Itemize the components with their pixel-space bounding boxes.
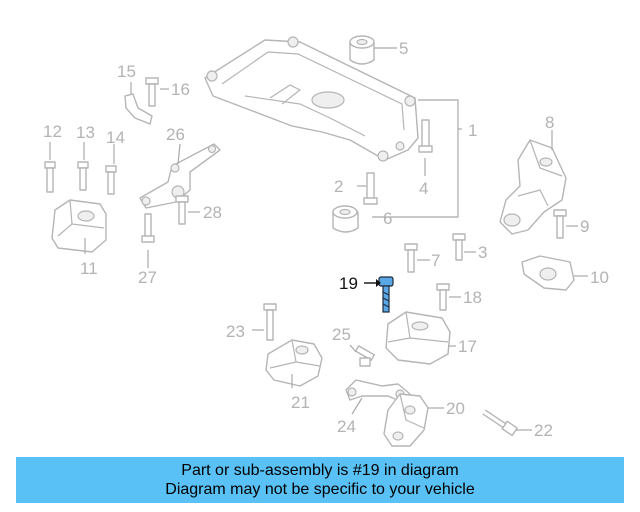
callout-23: 23 [226,322,245,341]
callout-9: 9 [580,217,589,236]
callout-21: 21 [291,393,310,412]
bolt-part-27 [141,213,155,243]
banner-line-2: Diagram may not be specific to your vehi… [165,481,475,498]
callout-5: 5 [399,39,408,58]
banner-line-1: Part or sub-assembly is #19 in diagram [181,462,459,479]
callout-11: 11 [80,259,98,278]
callout-24: 24 [337,417,356,436]
bolt-part-4 [418,119,433,153]
callout-7: 7 [431,251,440,270]
callout-2: 2 [334,177,343,196]
callout-leaders [49,47,588,431]
callout-12: 12 [43,122,62,141]
callout-10: 10 [590,268,609,287]
bolt-part-3 [452,233,466,261]
bolt-part-19-highlighted[interactable] [378,276,394,313]
info-banner: Part or sub-assembly is #19 in diagram D… [16,457,624,503]
mount-part-11 [51,199,107,253]
callout-18: 18 [463,288,482,307]
arm-part-26 [139,143,221,209]
callout-6: 6 [383,209,392,228]
callout-labels: 1 2 3 4 5 6 7 8 9 10 11 12 13 14 15 16 1… [43,39,609,440]
bolt-part-2 [363,172,378,205]
callout-8: 8 [545,113,554,132]
callout-26: 26 [166,125,185,144]
callout-25: 25 [332,325,351,344]
callout-16: 16 [171,80,190,99]
bolt-part-25 [355,345,375,367]
callout-28: 28 [203,203,222,222]
mount-part-17 [385,311,451,365]
callout-19-arrowhead [376,279,381,287]
callout-15: 15 [117,62,136,81]
bushing-part-5 [349,35,375,65]
mount-part-21 [265,339,323,387]
callout-1: 1 [468,121,477,140]
bolt-part-28 [175,195,189,225]
bolt-part-14 [105,165,117,195]
callout-3: 3 [478,243,487,262]
bolt-part-18 [436,283,450,311]
bolt-part-9 [553,209,567,239]
bolt-part-16 [145,77,159,107]
callout-27: 27 [138,268,157,287]
bracket-part-10 [521,255,575,291]
subframe-part-1 [204,36,419,162]
bolt-part-13 [77,161,89,191]
callout-13: 13 [76,123,95,142]
callout-14: 14 [106,128,125,147]
callout-22: 22 [534,421,553,440]
callout-20: 20 [446,399,465,418]
bolt-part-23 [263,303,277,341]
bracket-part-15 [124,93,153,125]
callout-19[interactable]: 19 [339,274,358,293]
bolt-part-12 [44,161,56,193]
mount-part-8 [499,139,567,235]
bushing-part-6 [332,205,359,233]
callout-17: 17 [458,337,477,356]
parts-diagram: 1 2 3 4 5 6 7 8 9 10 11 12 13 14 15 16 1… [43,35,609,447]
bolt-part-22 [482,409,518,437]
bolt-part-7 [404,243,418,273]
callout-4: 4 [419,179,428,198]
mount-part-20 [383,393,429,447]
